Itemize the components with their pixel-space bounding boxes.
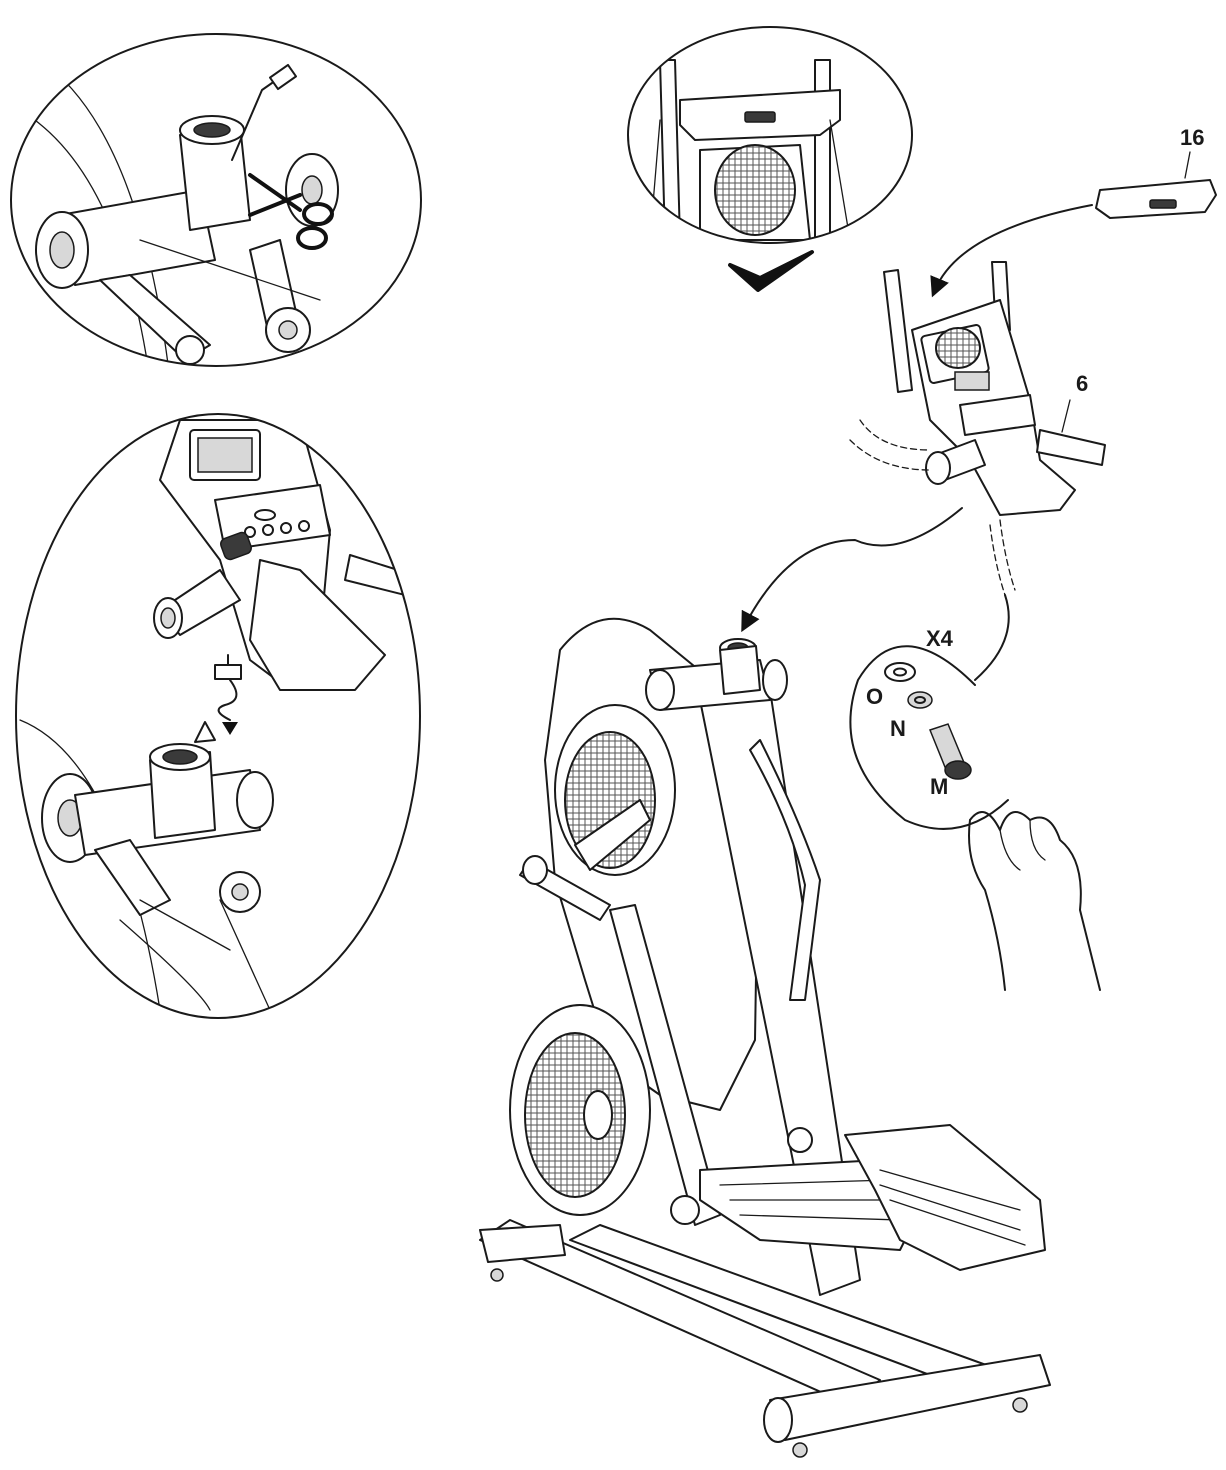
- part-16-label: 16: [1180, 125, 1205, 150]
- handlebar-console-assembly: [741, 261, 1106, 633]
- hand-icon: [968, 811, 1101, 991]
- checkmark-icon: [728, 250, 814, 292]
- cut-tie-scissors-icon: [248, 173, 334, 250]
- washer-o-label: O: [866, 684, 884, 709]
- arrow-icon: [930, 204, 1093, 298]
- part-6-label: 6: [1076, 371, 1089, 396]
- elliptical-machine: [479, 617, 1051, 1458]
- washer-n-label: N: [890, 716, 906, 741]
- quantity-label: X4: [926, 626, 953, 651]
- detail-console-installed: [627, 26, 913, 292]
- detail-cut-tie: [10, 33, 422, 367]
- bolt-m-label: M: [930, 774, 949, 799]
- hardware-detail: [849, 594, 1010, 830]
- console-cover-part: [930, 151, 1217, 298]
- arrow-icon: [741, 507, 963, 633]
- detail-connect-cable: [15, 413, 421, 1019]
